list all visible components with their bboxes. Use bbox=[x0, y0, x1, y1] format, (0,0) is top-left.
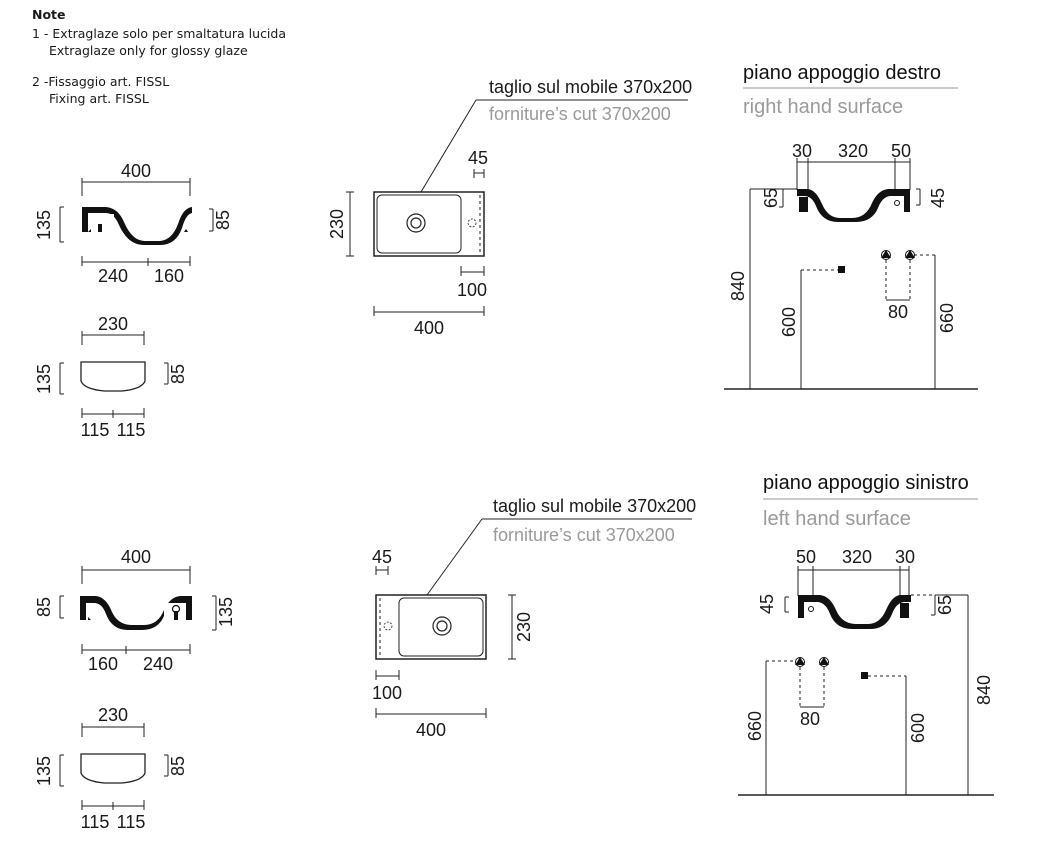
dim-inst-840: 840 bbox=[728, 271, 748, 301]
notes-block: Note 1 - Extraglaze solo per smaltatura … bbox=[32, 6, 286, 121]
dim-side-right: 115 bbox=[117, 420, 146, 440]
dim-inst-h2: 45 bbox=[928, 188, 948, 208]
dim-side-inner-b: 85 bbox=[168, 756, 188, 776]
dim-plan-bottom-b: 100 bbox=[372, 683, 402, 703]
cut-label-en-b: forniture’s cut 370x200 bbox=[493, 525, 675, 545]
note-fixing-it: 2 -Fissaggio art. FISSL bbox=[32, 74, 170, 89]
dim-front-left: 240 bbox=[98, 266, 128, 286]
dim-front-inner: 85 bbox=[213, 210, 233, 230]
cut-label-it-b: taglio sul mobile 370x200 bbox=[493, 496, 696, 516]
dim-inst-mid-b: 320 bbox=[842, 547, 872, 567]
dim-front-right-b: 240 bbox=[143, 654, 173, 674]
dim-inst-660: 660 bbox=[937, 303, 957, 333]
dim-plan-bottom: 100 bbox=[457, 280, 487, 300]
surface-label-en: right hand surface bbox=[743, 96, 903, 118]
installation-top: piano appoggio destro right hand surface… bbox=[724, 62, 978, 390]
dim-front-left-b: 160 bbox=[88, 654, 118, 674]
dim-inst-h2-b: 65 bbox=[935, 595, 955, 615]
dim-plan-height: 230 bbox=[327, 209, 347, 239]
dim-inst-660-b: 660 bbox=[745, 711, 765, 741]
dim-side-left-b: 115 bbox=[81, 812, 110, 832]
plan-view-bottom: 45 230 100 400 taglio sul mobile 370x200… bbox=[372, 496, 696, 740]
dim-plan-width-b: 400 bbox=[416, 720, 446, 740]
dim-inst-h1: 65 bbox=[761, 188, 781, 208]
dim-side-height: 135 bbox=[34, 364, 54, 394]
dim-front-width-b: 400 bbox=[121, 547, 151, 567]
dim-plan-height-b: 230 bbox=[514, 612, 534, 642]
surface-label-it: piano appoggio destro bbox=[743, 62, 941, 84]
dim-inst-600: 600 bbox=[779, 307, 799, 337]
dim-inst-left-b: 50 bbox=[796, 547, 816, 567]
note-extraglaze-en: Extraglaze only for glossy glaze bbox=[49, 43, 248, 58]
dim-plan-offset-b: 45 bbox=[372, 547, 392, 567]
plan-view-top: 230 45 100 400 taglio sul mobile 370x200… bbox=[327, 77, 692, 338]
cut-label-en: forniture’s cut 370x200 bbox=[489, 104, 671, 124]
cut-label-it: taglio sul mobile 370x200 bbox=[489, 77, 692, 97]
surface-label-en-b: left hand surface bbox=[763, 508, 911, 530]
dim-side-width: 230 bbox=[98, 314, 128, 334]
dim-side-inner: 85 bbox=[168, 364, 188, 384]
side-elevation-top: 230 135 85 115 115 bbox=[34, 314, 188, 440]
dim-inst-600-b: 600 bbox=[908, 713, 928, 743]
side-elevation-bottom: 230 135 85 115 115 bbox=[34, 705, 188, 832]
dim-inst-left: 30 bbox=[792, 141, 812, 161]
note-fixing-en: Fixing art. FISSL bbox=[49, 91, 149, 106]
dim-side-width-b: 230 bbox=[98, 705, 128, 725]
dim-side-left: 115 bbox=[81, 420, 110, 440]
dim-inst-840-b: 840 bbox=[974, 675, 994, 705]
dim-side-height-b: 135 bbox=[34, 756, 54, 786]
dim-inst-80-b: 80 bbox=[800, 709, 820, 729]
dim-front-inner-b: 85 bbox=[34, 597, 54, 617]
dim-front-height-b: 135 bbox=[216, 597, 236, 627]
note-extraglaze: 1 - Extraglaze solo per smaltatura lucid… bbox=[32, 25, 286, 59]
dim-front-right: 160 bbox=[154, 266, 184, 286]
dim-plan-offset: 45 bbox=[468, 148, 488, 168]
installation-bottom: piano appoggio sinistro left hand surfac… bbox=[738, 472, 994, 796]
dim-side-right-b: 115 bbox=[117, 812, 146, 832]
dim-inst-h1-b: 45 bbox=[757, 594, 777, 614]
dim-front-width: 400 bbox=[121, 161, 151, 181]
front-elevation-top: 400 135 85 240 160 bbox=[34, 161, 233, 286]
note-fixing: 2 -Fissaggio art. FISSL Fixing art. FISS… bbox=[32, 73, 286, 107]
dim-front-height: 135 bbox=[34, 210, 54, 240]
dim-inst-mid: 320 bbox=[838, 141, 868, 161]
note-extraglaze-it: 1 - Extraglaze solo per smaltatura lucid… bbox=[32, 26, 287, 41]
front-elevation-bottom: 400 85 135 160 240 bbox=[34, 547, 236, 674]
dim-inst-right-b: 30 bbox=[895, 547, 915, 567]
surface-label-it-b: piano appoggio sinistro bbox=[763, 472, 969, 494]
dim-inst-right: 50 bbox=[891, 141, 911, 161]
dim-inst-80: 80 bbox=[888, 302, 908, 322]
dim-plan-width: 400 bbox=[414, 318, 444, 338]
notes-title: Note bbox=[32, 7, 66, 22]
